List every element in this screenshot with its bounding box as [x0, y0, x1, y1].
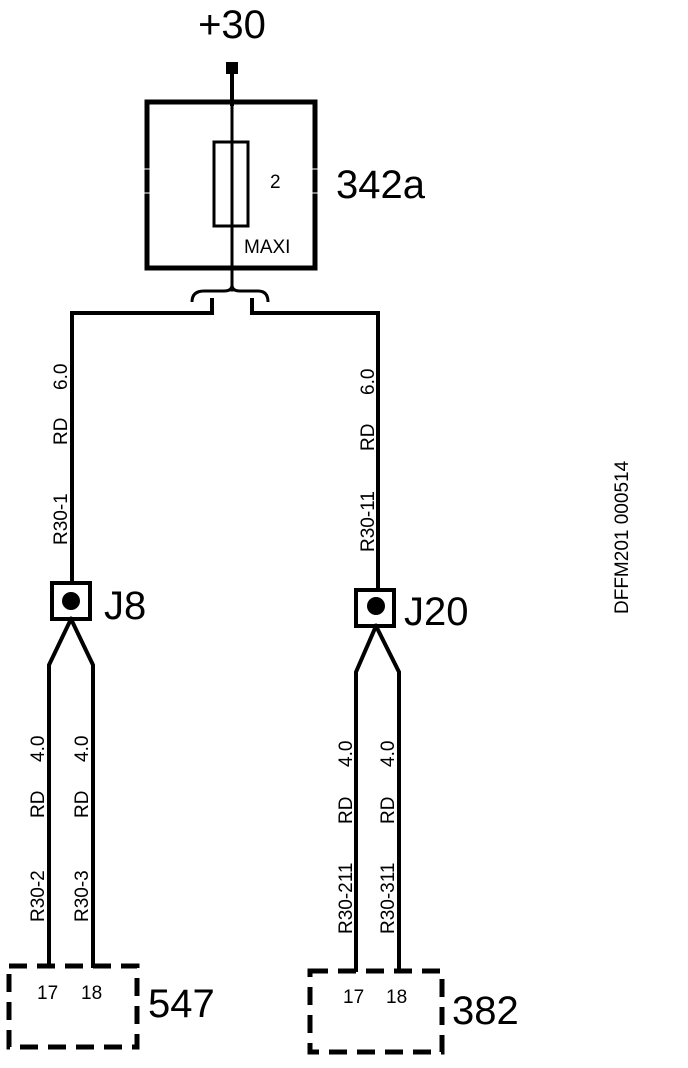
left-sub-wire-2 [68, 616, 95, 968]
left-sub1-circuit: R30-2 [28, 870, 49, 922]
right-sub-wire-2 [373, 623, 401, 972]
left-circuit: R30-1 [51, 493, 72, 545]
right-wire-size: 6.0 [358, 369, 379, 395]
right-sub1-circuit: R30-211 [336, 863, 357, 934]
connector-382 [307, 968, 445, 1055]
right-wire-color: RD [358, 424, 379, 451]
connector-547-pin-18: 18 [81, 983, 102, 1004]
junction-j8-label: J8 [104, 584, 146, 628]
left-sub2-color: RD [72, 791, 93, 818]
left-sub1-size: 4.0 [28, 736, 49, 762]
left-wire-size: 6.0 [51, 364, 72, 390]
connector-382-label: 382 [452, 989, 519, 1033]
left-main-wire [70, 298, 214, 586]
left-wire-color: RD [51, 418, 72, 445]
connector-547-pin-17: 17 [37, 983, 58, 1004]
connector-382-pin-18: 18 [386, 987, 407, 1008]
junction-j8-dot [62, 592, 80, 610]
left-sub-wire-1 [47, 616, 74, 968]
fuse-id: 342a [336, 163, 426, 207]
right-sub-wire-1 [354, 623, 379, 972]
right-sub2-size: 4.0 [378, 741, 399, 767]
fuse-type: MAXI [244, 237, 290, 258]
left-sub1-color: RD [28, 791, 49, 818]
junction-j20-dot [367, 597, 385, 615]
right-sub2-color: RD [378, 797, 399, 824]
right-main-wire [250, 298, 380, 592]
fuse-box [144, 99, 318, 292]
splice-bracket [190, 284, 270, 303]
supply-terminal [226, 62, 238, 74]
right-sub1-color: RD [336, 797, 357, 824]
right-sub2-circuit: R30-311 [378, 863, 399, 934]
left-sub2-size: 4.0 [72, 736, 93, 762]
junction-j20-label: J20 [404, 590, 469, 634]
document-reference: DFFM201 000514 [612, 460, 633, 614]
connector-547-label: 547 [148, 982, 215, 1026]
right-circuit: R30-11 [358, 491, 379, 552]
connector-547 [6, 963, 140, 1050]
supply-label: +30 [198, 3, 266, 47]
right-sub1-size: 4.0 [336, 741, 357, 767]
left-sub2-circuit: R30-3 [72, 870, 93, 922]
fuse-number: 2 [270, 172, 281, 193]
connector-382-pin-17: 17 [343, 987, 364, 1008]
